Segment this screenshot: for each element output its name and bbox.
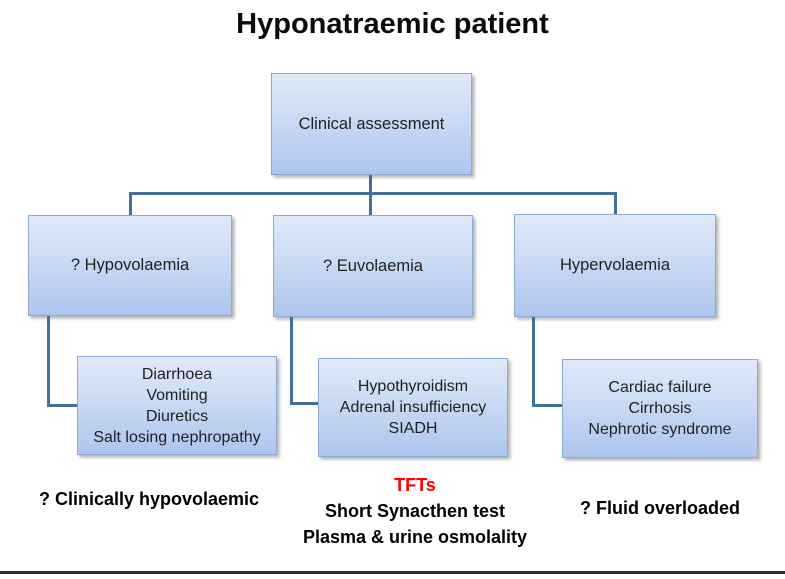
node-hypovolaemia: ? Hypovolaemia xyxy=(28,215,232,316)
cause-line: Cardiac failure xyxy=(608,379,712,396)
connector-euvolaemia-elbow-vertical xyxy=(290,317,293,405)
connector-hypervolaemia-elbow-horizontal xyxy=(532,404,562,407)
cause-line: Hypothyroidism xyxy=(357,378,469,395)
node-clinical-assessment: Clinical assessment xyxy=(271,73,472,175)
annotation-plasma-urine: Plasma & urine osmolality xyxy=(302,527,528,547)
node-hypervolaemia-label: Hypervolaemia xyxy=(559,256,671,274)
connector-branch-left-vertical xyxy=(129,192,132,215)
cause-line: Diarrhoea xyxy=(141,365,213,383)
node-euvolaemia-causes: Hypothyroidism Adrenal insufficiency SIA… xyxy=(318,358,508,457)
cause-line: Salt losing nephropathy xyxy=(93,428,261,446)
cause-line: Vomiting xyxy=(146,386,208,404)
node-euvolaemia-label: ? Euvolaemia xyxy=(323,256,423,275)
connector-hypovolaemia-elbow-vertical xyxy=(47,316,50,407)
node-euvolaemia: ? Euvolaemia xyxy=(273,215,473,317)
annotation-tfts: TFTs xyxy=(394,475,436,495)
page-title: Hyponatraemic patient xyxy=(236,8,549,40)
annotation-short-synacthen: Short Synacthen test xyxy=(324,501,506,521)
node-hypervolaemia: Hypervolaemia xyxy=(514,214,716,317)
annotation-fluid-overloaded: ? Fluid overloaded xyxy=(579,498,740,518)
node-clinical-assessment-label: Clinical assessment xyxy=(298,114,445,133)
cause-line: Cirrhosis xyxy=(628,400,692,417)
annotation-clinically-hypovolaemic: ? Clinically hypovolaemic xyxy=(38,489,260,509)
connector-branch-horizontal xyxy=(129,192,617,195)
cause-line: Diuretics xyxy=(145,407,209,425)
cause-line: Adrenal insufficiency xyxy=(339,399,487,416)
connector-trunk-vertical xyxy=(369,175,372,215)
node-hypervolaemia-causes: Cardiac failure Cirrhosis Nephrotic synd… xyxy=(562,359,758,458)
node-hypovolaemia-causes: Diarrhoea Vomiting Diuretics Salt losing… xyxy=(77,356,277,455)
connector-euvolaemia-elbow-horizontal xyxy=(290,402,318,405)
connector-hypervolaemia-elbow-vertical xyxy=(532,317,535,407)
cause-line: Nephrotic syndrome xyxy=(588,421,732,438)
connector-hypovolaemia-elbow-horizontal xyxy=(47,404,77,407)
connector-branch-right-vertical xyxy=(614,192,617,214)
annotation-euvolaemia-tests: TFTs Short Synacthen test Plasma & urine… xyxy=(295,472,535,550)
bottom-rule xyxy=(0,571,785,574)
cause-line: SIADH xyxy=(388,420,438,437)
node-hypovolaemia-label: ? Hypovolaemia xyxy=(70,256,190,274)
